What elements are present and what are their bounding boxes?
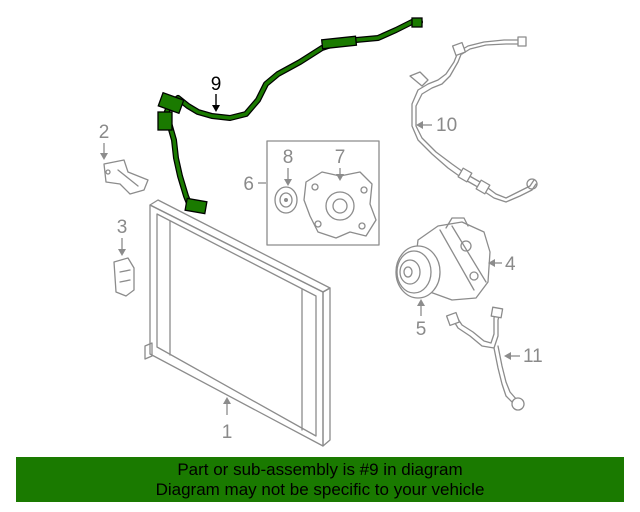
condenser-part-1[interactable]	[144, 199, 331, 447]
callout-7: 7	[335, 147, 346, 168]
clutch-part-5[interactable]	[395, 245, 441, 316]
callout-10: 10	[436, 115, 457, 136]
callout-4: 4	[505, 254, 516, 275]
banner-line-2: Diagram may not be specific to your vehi…	[155, 480, 485, 499]
bracket-part-2[interactable]	[100, 143, 149, 195]
pulley-part-8[interactable]	[274, 168, 298, 214]
callout-5: 5	[416, 319, 427, 340]
info-banner: Part or sub-assembly is #9 in diagram Di…	[16, 457, 624, 502]
compressor-cover-part-7[interactable]	[303, 168, 377, 239]
tube-part-11[interactable]	[445, 306, 525, 411]
callout-8: 8	[283, 147, 294, 168]
hose-part-10[interactable]	[409, 36, 538, 203]
hose-part-9-highlighted[interactable]	[157, 17, 423, 215]
banner-line-1: Part or sub-assembly is #9 in diagram	[177, 460, 463, 479]
callout-2: 2	[99, 122, 110, 143]
callout-6: 6	[243, 174, 254, 195]
callout-9: 9	[211, 74, 222, 95]
kit-box-part-6[interactable]	[258, 140, 380, 246]
callout-11: 11	[523, 346, 543, 367]
callout-3: 3	[117, 217, 128, 238]
callout-1: 1	[222, 422, 233, 443]
bracket-part-3[interactable]	[113, 238, 135, 297]
